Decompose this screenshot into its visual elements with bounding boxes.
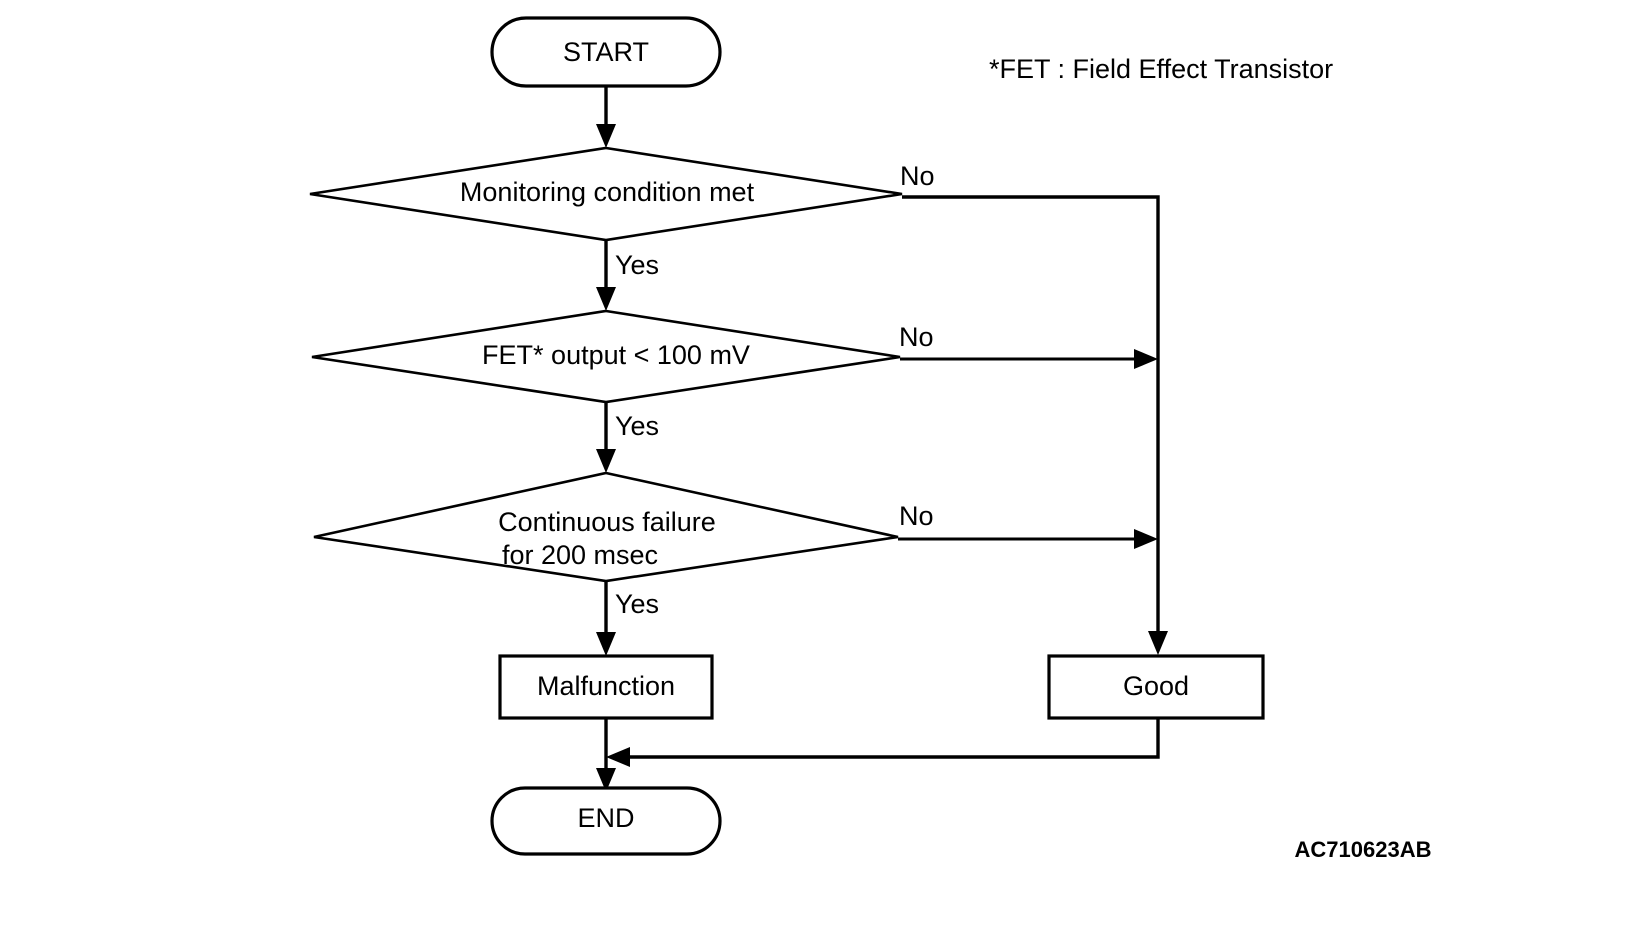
- arrow-head-down-icon: [596, 768, 616, 792]
- start-label: START: [563, 37, 649, 67]
- edge-label-decision1-yes: Yes: [615, 250, 659, 280]
- node-malfunction[interactable]: Malfunction: [498, 654, 714, 720]
- arrow-head-right-icon: [1134, 349, 1158, 369]
- decision2-diamond: [311, 309, 901, 404]
- start-capsule: [490, 16, 722, 88]
- edge-label-decision3-no: No: [899, 501, 934, 531]
- connector-decision1-no-to-good: [902, 195, 1168, 655]
- node-good[interactable]: Good: [1047, 654, 1265, 720]
- node-start[interactable]: START: [490, 16, 722, 88]
- decision3-label-line2: for 200 msec: [502, 540, 658, 570]
- fet-footnote: *FET : Field Effect Transistor: [989, 54, 1333, 84]
- connector-start-to-decision1: [596, 86, 616, 148]
- arrow-head-down-icon: [596, 124, 616, 148]
- arrow-head-right-icon: [1134, 529, 1158, 549]
- arrow-head-down-icon: [596, 449, 616, 473]
- arrow-head-down-icon: [1148, 631, 1168, 655]
- connector-decision3-yes-to-malfunction: [596, 581, 616, 656]
- connector-decision3-no-to-trunk: [898, 529, 1158, 549]
- end-label: END: [577, 803, 634, 833]
- end-capsule: [490, 786, 722, 856]
- connector-decision1-yes-to-decision2: [596, 240, 616, 311]
- edge-label-decision1-no: No: [900, 161, 935, 191]
- connector-decision2-yes-to-decision3: [596, 402, 616, 473]
- node-end[interactable]: END: [490, 786, 722, 856]
- node-decision-monitoring-condition[interactable]: Monitoring condition met: [309, 146, 903, 242]
- arrow-head-down-icon: [596, 632, 616, 656]
- connector-good-to-end-merge: [606, 718, 1160, 767]
- decision3-diamond: [313, 471, 899, 583]
- decision1-label: Monitoring condition met: [460, 177, 755, 207]
- connector-decision2-no-to-trunk: [900, 349, 1158, 369]
- edge-label-decision2-no: No: [899, 322, 934, 352]
- good-box: [1047, 654, 1265, 720]
- reference-code: AC710623AB: [1295, 837, 1432, 862]
- arrow-head-down-icon: [596, 287, 616, 311]
- malfunction-box: [498, 654, 714, 720]
- arrow-head-left-icon: [606, 747, 630, 767]
- connector-malfunction-to-end: [596, 718, 616, 792]
- edge-label-decision2-yes: Yes: [615, 411, 659, 441]
- node-decision-continuous-failure[interactable]: Continuous failure for 200 msec: [313, 471, 899, 583]
- node-decision-fet-output[interactable]: FET* output < 100 mV: [311, 309, 901, 404]
- malfunction-label: Malfunction: [537, 671, 675, 701]
- decision2-label: FET* output < 100 mV: [482, 340, 750, 370]
- decision3-label-line1: Continuous failure: [498, 507, 716, 537]
- decision1-diamond: [309, 146, 903, 242]
- good-label: Good: [1123, 671, 1189, 701]
- edge-label-decision3-yes: Yes: [615, 589, 659, 619]
